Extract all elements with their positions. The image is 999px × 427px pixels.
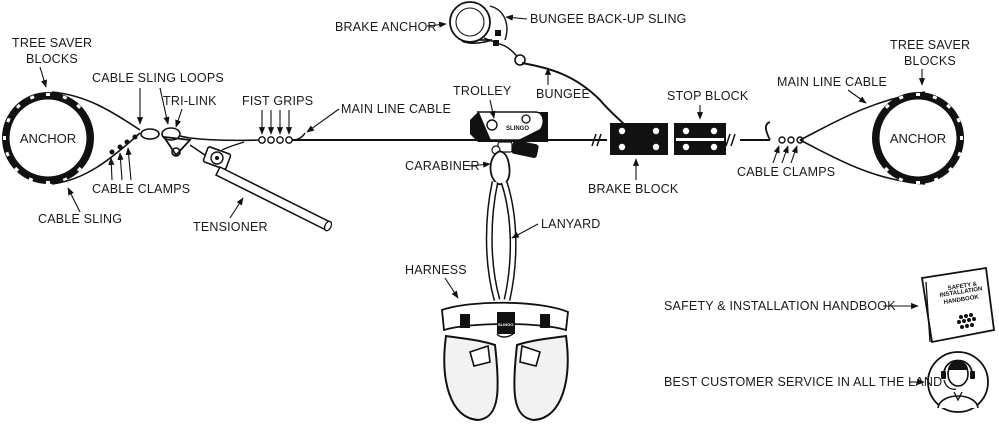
handbook-icon: SAFETY & INSTALLATION HANDBOOK <box>920 266 996 344</box>
tree-saver-right-label-line2: BLOCKS <box>904 54 956 68</box>
cable-clamps-left-label: CABLE CLAMPS <box>92 182 190 196</box>
cable-clamps-right-label: CABLE CLAMPS <box>737 165 835 179</box>
left-anchor-label: ANCHOR <box>20 131 76 146</box>
lanyard-shape <box>485 180 517 301</box>
right-cable-end-and-clamps <box>764 121 804 144</box>
brake-block-label: BRAKE BLOCK <box>588 182 679 196</box>
tensioner-label: TENSIONER <box>193 220 268 234</box>
trolley-shape: SLINGO <box>470 111 548 158</box>
brake-block-shape <box>610 123 668 155</box>
brake-anchor-label: BRAKE ANCHOR <box>335 20 437 34</box>
customer-service-label: BEST CUSTOMER SERVICE IN ALL THE LAND <box>664 375 942 389</box>
cable-sling-loops-label: CABLE SLING LOOPS <box>92 71 224 85</box>
bungee-backup-sling-shape <box>483 5 526 66</box>
bungee-backup-sling-label: BUNGEE BACK-UP SLING <box>530 12 687 26</box>
handbook-cover-line1: SAFETY & <box>947 281 978 292</box>
main-line-cable-right-label: MAIN LINE CABLE <box>777 75 887 89</box>
stop-block-label: STOP BLOCK <box>667 89 749 103</box>
cable-sling-label: CABLE SLING <box>38 212 122 226</box>
fist-grips-label: FIST GRIPS <box>242 94 313 108</box>
brake-anchor-shape <box>449 1 493 44</box>
tri-link-label: TRI-LINK <box>163 94 217 108</box>
carabiner-label: CARABINER <box>405 159 480 173</box>
left-tree-saver-blocks <box>3 93 82 184</box>
harness-shape: SLINGO <box>441 301 569 422</box>
right-anchor-tree: ANCHOR <box>872 92 964 184</box>
handbook-cover-line3: HANDBOOK <box>943 294 979 306</box>
bungee-cord <box>521 62 627 127</box>
fist-grips-shape <box>258 136 293 144</box>
right-tree-saver-blocks <box>884 93 963 184</box>
callout-arrows <box>39 14 926 386</box>
right-anchor-label: ANCHOR <box>890 131 946 146</box>
headset-agent-icon <box>927 351 989 413</box>
cable-break-marks <box>591 133 736 147</box>
left-anchor-circle <box>8 98 88 178</box>
harness-brand: SLINGO <box>498 322 513 327</box>
tensioner-shape <box>189 141 333 232</box>
carabiner-shape <box>489 150 511 186</box>
harness-label: HARNESS <box>405 263 467 277</box>
lanyard-label: LANYARD <box>541 217 601 231</box>
bungee-label: BUNGEE <box>536 87 590 101</box>
tree-saver-right-label-line1: TREE SAVER <box>890 38 970 52</box>
trolley-label: TROLLEY <box>453 84 512 98</box>
left-connector-cable <box>179 135 261 142</box>
stop-block-shape <box>674 123 726 155</box>
left-cable-sling <box>51 91 141 185</box>
left-anchor-tree: ANCHOR <box>2 92 94 184</box>
callout-labels: TREE SAVER BLOCKS CABLE SLING LOOPS TRI-… <box>12 12 970 389</box>
right-anchor-circle <box>878 98 958 178</box>
left-cable-clamps-shape <box>109 134 138 155</box>
tree-saver-left-label-line2: BLOCKS <box>26 52 78 66</box>
cable-sling-loop-and-trilink <box>140 127 192 157</box>
safety-handbook-label: SAFETY & INSTALLATION HANDBOOK <box>664 299 896 313</box>
trolley-brand: SLINGO <box>506 126 529 132</box>
main-line-cable-left-label: MAIN LINE CABLE <box>341 102 451 116</box>
tree-saver-left-label-line1: TREE SAVER <box>12 36 92 50</box>
